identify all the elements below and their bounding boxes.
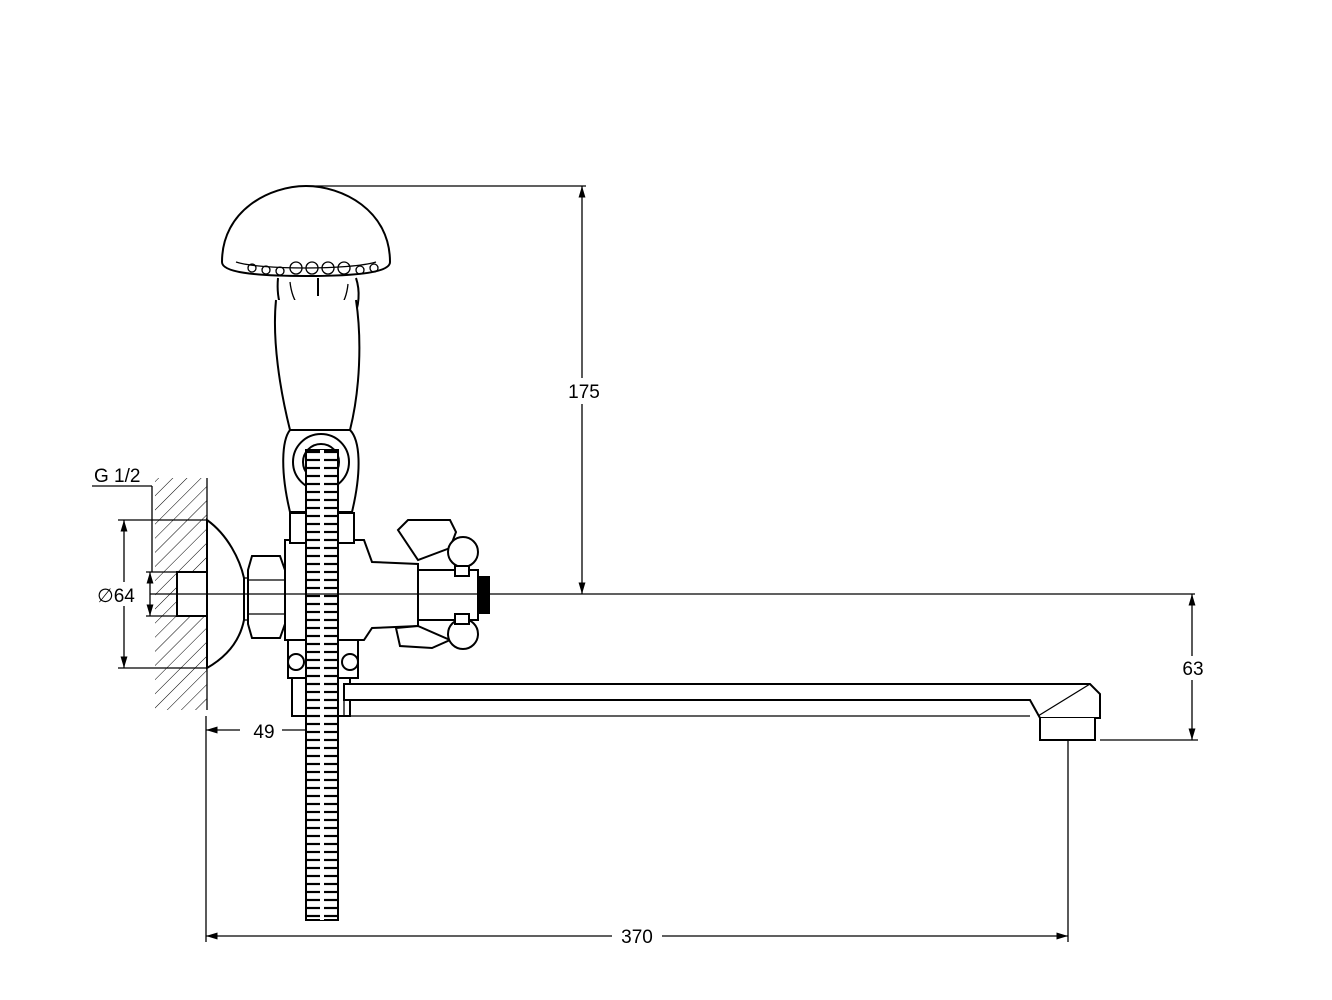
shower-hose: [305, 449, 339, 921]
dimension-175: 175: [306, 185, 606, 594]
dimension-diameter-64: ∅64: [92, 519, 207, 669]
dimension-diameter-label: ∅64: [97, 586, 135, 607]
dimension-49-label: 49: [253, 722, 274, 743]
dimension-175-label: 175: [568, 382, 600, 403]
dimension-63: 63: [1100, 594, 1214, 741]
shower-nozzles: [247, 261, 379, 276]
dimension-370-label: 370: [621, 927, 653, 948]
cross-handle: [417, 536, 490, 650]
hex-nut: [247, 555, 286, 639]
dimension-63-label: 63: [1182, 659, 1203, 680]
dimension-49: 49: [206, 722, 306, 743]
thread-callout: G 1/2: [92, 466, 177, 617]
spout: [343, 683, 1101, 741]
valve-housing: [394, 519, 458, 650]
thread-label: G 1/2: [94, 466, 140, 487]
dimension-370: 370: [205, 716, 1069, 948]
